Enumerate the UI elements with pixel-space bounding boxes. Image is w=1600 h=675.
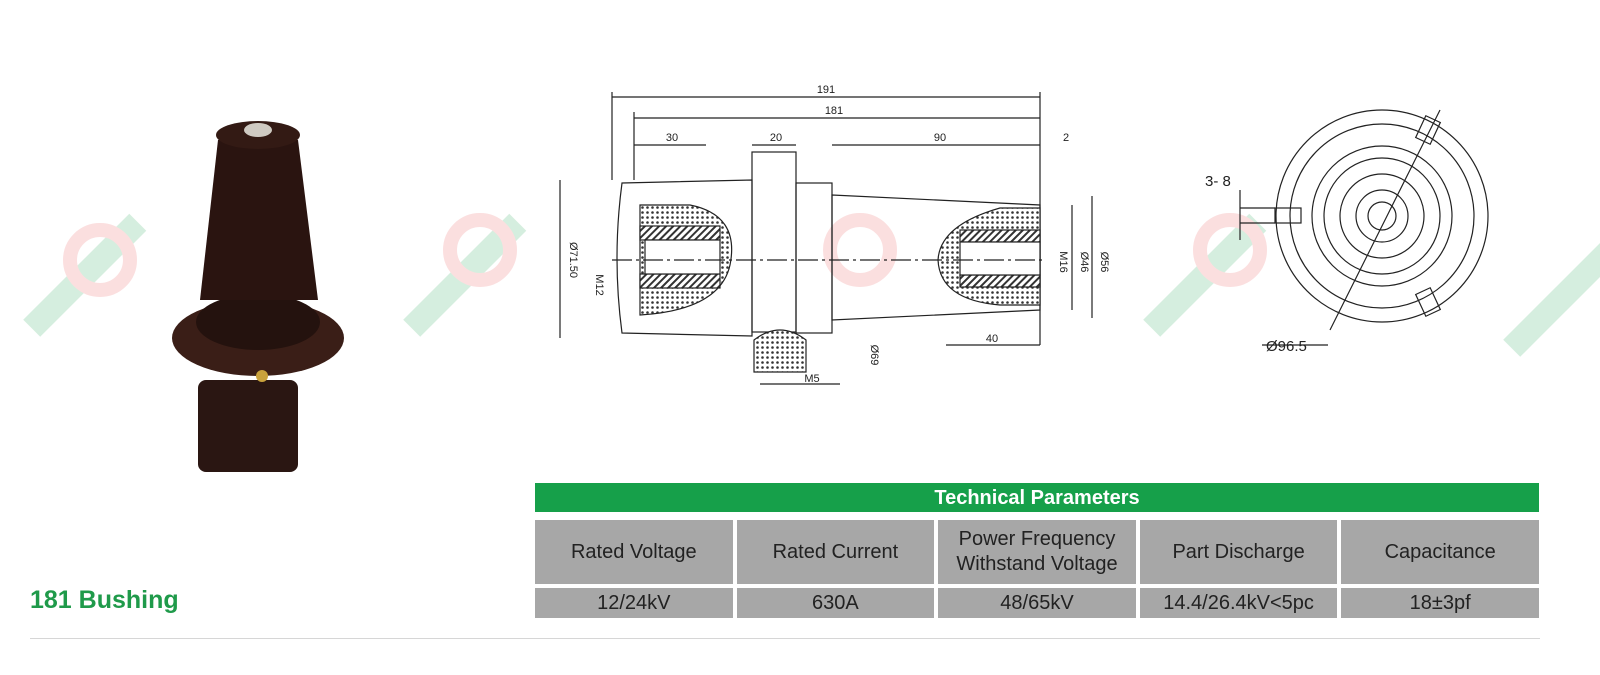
dim-d71-50: Ø71.50 xyxy=(567,242,579,278)
dim-m12: M12 xyxy=(593,274,605,295)
dim-191: 191 xyxy=(817,84,835,96)
end-view-labels: 3- 8 Ø96.5 xyxy=(1205,173,1307,355)
watermark-logo xyxy=(23,213,1600,357)
dim-3-8: 3- 8 xyxy=(1205,173,1231,190)
dim-30: 30 xyxy=(666,132,678,144)
table-header-row: Rated Voltage Rated Current Power Freque… xyxy=(535,520,1539,584)
value-part-discharge: 14.4/26.4kV<5pc xyxy=(1139,588,1338,618)
header-cell: Rated Current xyxy=(736,520,935,584)
dim-2: 2 xyxy=(1063,132,1069,144)
header-cell: Capacitance xyxy=(1341,520,1539,584)
header-cell: Power Frequency Withstand Voltage xyxy=(938,520,1136,584)
end-view-drawing xyxy=(1239,109,1489,346)
dim-40: 40 xyxy=(986,333,998,345)
value-capacitance: 18±3pf xyxy=(1341,588,1539,618)
value-rated-current: 630A xyxy=(736,588,935,618)
dim-d69: Ø69 xyxy=(868,345,880,366)
header-withstand-voltage: Power Frequency Withstand Voltage xyxy=(956,528,1118,575)
product-title: 181 Bushing xyxy=(30,586,179,614)
dim-m16: M16 xyxy=(1057,251,1069,272)
divider xyxy=(30,638,1540,639)
header-capacitance: Capacitance xyxy=(1384,540,1496,563)
dim-90: 90 xyxy=(934,132,946,144)
bushing-photo xyxy=(172,121,344,472)
header-cell: Part Discharge xyxy=(1139,520,1338,584)
header-cell: Rated Voltage xyxy=(535,520,733,584)
value-rated-voltage: 12/24kV xyxy=(535,588,733,618)
dim-d46: Ø46 xyxy=(1078,252,1090,273)
table-title: Technical Parameters xyxy=(535,483,1539,512)
dim-d56: Ø56 xyxy=(1098,252,1110,273)
dim-m5: M5 xyxy=(804,373,819,385)
table-row: 12/24kV 630A 48/65kV 14.4/26.4kV<5pc 18±… xyxy=(535,588,1539,618)
side-view-labels: 191 181 30 20 90 2 Ø71.50 M12 M16 Ø46 Ø5… xyxy=(567,84,1110,385)
dim-181: 181 xyxy=(825,105,843,117)
side-view-drawing xyxy=(559,92,1093,385)
value-withstand-voltage: 48/65kV xyxy=(938,588,1136,618)
dim-20: 20 xyxy=(770,132,782,144)
header-rated-current: Rated Current xyxy=(772,540,899,563)
header-part-discharge: Part Discharge xyxy=(1172,540,1305,563)
technical-parameters-table: Technical Parameters Rated Voltage Rated… xyxy=(535,483,1539,618)
header-rated-voltage: Rated Voltage xyxy=(570,540,697,563)
dim-d96-5: Ø96.5 xyxy=(1266,338,1307,355)
